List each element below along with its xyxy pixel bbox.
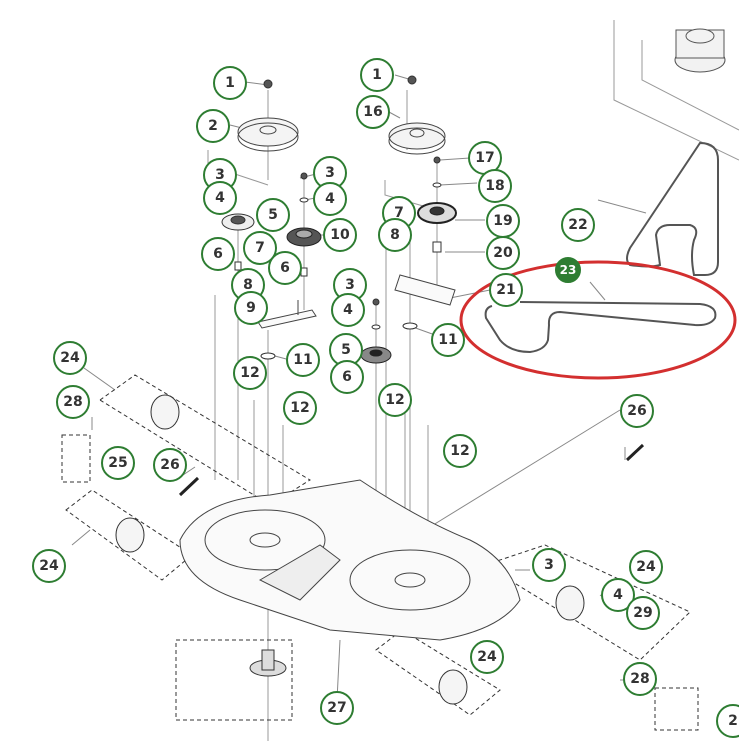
- callout-part-19[interactable]: 19: [486, 204, 520, 238]
- callout-part-12[interactable]: 12: [443, 434, 477, 468]
- callout-part-12[interactable]: 12: [378, 383, 412, 417]
- callout-part-24[interactable]: 24: [32, 549, 66, 583]
- callout-part-24[interactable]: 24: [629, 550, 663, 584]
- gauge-wheels: [115, 394, 585, 705]
- spindle-assembly: [249, 649, 287, 677]
- callout-part-17[interactable]: 17: [468, 141, 502, 175]
- callout-part-4[interactable]: 4: [313, 182, 347, 216]
- pulley-16: [388, 122, 446, 155]
- pulley-2: [237, 117, 299, 152]
- callout-part-3[interactable]: 3: [532, 548, 566, 582]
- callout-part-29[interactable]: 29: [626, 596, 660, 630]
- callout-part-28[interactable]: 28: [56, 385, 90, 419]
- callout-part-6[interactable]: 6: [201, 237, 235, 271]
- electric-clutch: [674, 28, 726, 73]
- callout-part-4[interactable]: 4: [331, 293, 365, 327]
- gauge-wheel-boxes: [61, 374, 699, 731]
- idler-bracket-21: [394, 274, 456, 306]
- callout-part-16[interactable]: 16: [356, 95, 390, 129]
- callout-part-1[interactable]: 1: [213, 66, 247, 100]
- callout-part-23[interactable]: 23: [555, 257, 581, 283]
- idler-pulley-19: [417, 202, 457, 224]
- callout-part-20[interactable]: 20: [486, 236, 520, 270]
- callout-part-9[interactable]: 9: [234, 291, 268, 325]
- belt-22: [626, 141, 719, 276]
- highlight-ellipse: [459, 260, 737, 380]
- callout-part-25[interactable]: 25: [101, 446, 135, 480]
- callout-part-10[interactable]: 10: [323, 218, 357, 252]
- callout-part-28[interactable]: 28: [623, 662, 657, 696]
- idler-pulley-5b: [360, 346, 392, 364]
- callout-part-6[interactable]: 6: [330, 360, 364, 394]
- callout-part-27[interactable]: 27: [320, 691, 354, 725]
- callout-part-21[interactable]: 21: [489, 273, 523, 307]
- callout-part-18[interactable]: 18: [478, 169, 512, 203]
- callout-part-8[interactable]: 8: [378, 218, 412, 252]
- callout-part-12[interactable]: 12: [233, 356, 267, 390]
- springs: [178, 443, 645, 497]
- callout-part-26[interactable]: 26: [620, 394, 654, 428]
- callout-part-11[interactable]: 11: [286, 343, 320, 377]
- callout-part-2[interactable]: 2: [716, 704, 739, 738]
- callout-part-1[interactable]: 1: [360, 58, 394, 92]
- callout-part-26[interactable]: 26: [153, 448, 187, 482]
- callout-part-22[interactable]: 22: [561, 208, 595, 242]
- callout-part-6[interactable]: 6: [268, 251, 302, 285]
- callout-part-24[interactable]: 24: [470, 640, 504, 674]
- belt-23[interactable]: [484, 301, 717, 354]
- callout-part-2[interactable]: 2: [196, 109, 230, 143]
- callout-part-24[interactable]: 24: [53, 341, 87, 375]
- idler-pulley-5: [221, 213, 255, 231]
- callout-part-5[interactable]: 5: [256, 198, 290, 232]
- idler-pulley-10: [286, 227, 322, 247]
- callout-part-4[interactable]: 4: [203, 181, 237, 215]
- callout-part-12[interactable]: 12: [283, 391, 317, 425]
- idler-bracket-9: [257, 300, 317, 329]
- callout-part-11[interactable]: 11: [431, 323, 465, 357]
- mower-deck: [179, 479, 521, 641]
- hardware: [234, 75, 442, 360]
